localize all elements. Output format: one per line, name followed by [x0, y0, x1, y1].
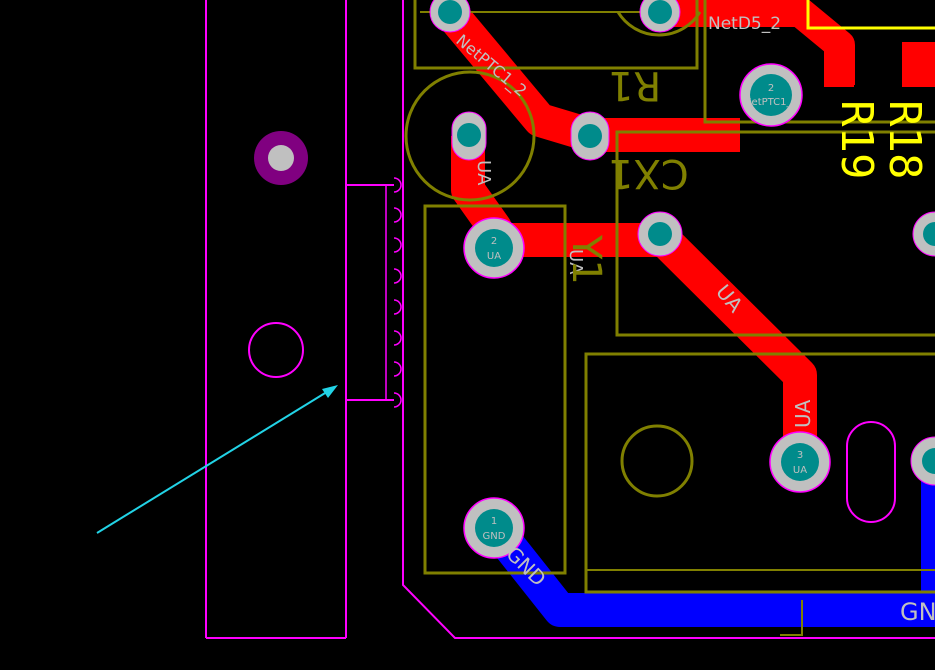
net-label-ua: UA — [565, 249, 586, 275]
pad-net: NetPTC1_2 — [744, 97, 798, 108]
r18-designator-outline — [806, 0, 935, 30]
pad-net: UA — [487, 251, 501, 262]
designators: R1 CX1 Y1 R18 R19 — [563, 62, 930, 285]
board-outline-layer — [205, 0, 935, 639]
pad[interactable] — [639, 0, 681, 33]
r1-pad[interactable] — [570, 111, 610, 161]
pad-number: 2 — [768, 83, 774, 94]
mounting-hole[interactable] — [248, 322, 304, 378]
y1-pin1-pad[interactable]: 1 GND — [463, 497, 525, 559]
pad-net: GND — [483, 531, 506, 542]
connector-pin[interactable] — [393, 361, 402, 377]
ptc1-pin2-pad[interactable]: 2 NetPTC1_2 — [739, 63, 803, 127]
net-label-netd5-2: NetD5_2 — [708, 14, 781, 34]
j1-footprint — [584, 352, 935, 594]
net-label-ua: UA — [791, 399, 815, 428]
bottom-copper-layer — [481, 470, 935, 627]
pad-number: 3 — [797, 450, 803, 461]
connector-pin[interactable] — [393, 177, 402, 193]
pad[interactable] — [910, 436, 935, 486]
connector-pin[interactable] — [393, 207, 402, 223]
r19-footprint — [615, 130, 935, 337]
y1-pin2-pad[interactable]: 2 UA — [463, 217, 525, 279]
pads-layer: 2 NetPTC1_2 2 UA 1 GND 3 UA — [429, 0, 935, 559]
outline-main-board — [402, 0, 935, 639]
pad[interactable] — [912, 211, 935, 257]
cx1-outline — [404, 70, 536, 202]
pad-net: UA — [793, 465, 807, 476]
j1-pin3-pad[interactable]: 3 UA — [769, 431, 831, 493]
connector-pin[interactable] — [393, 330, 402, 346]
designator-cx1[interactable]: CX1 — [608, 150, 689, 196]
connector-pins — [385, 177, 402, 408]
designator-y1[interactable]: Y1 — [563, 234, 609, 285]
corner-mark — [780, 600, 803, 636]
silkscreen-layer — [404, 0, 935, 636]
connector-pin[interactable] — [393, 392, 402, 408]
connector-pin[interactable] — [393, 237, 402, 253]
y1-footprint — [423, 204, 567, 575]
designator-r19[interactable]: R19 — [831, 100, 882, 179]
via-layer — [254, 131, 308, 185]
connector-pin[interactable] — [393, 268, 402, 284]
netptc1-trace[interactable] — [434, 0, 740, 152]
gnd-trace-bottom[interactable] — [481, 517, 935, 627]
j1-mount-circle — [620, 424, 694, 498]
arrow-head-icon — [322, 385, 338, 398]
arrow-shaft — [96, 389, 331, 534]
r19-pad-a[interactable] — [824, 42, 854, 87]
designator-r1[interactable]: R1 — [608, 62, 661, 108]
via-purple-hole — [268, 145, 294, 171]
pad-number: 2 — [491, 236, 497, 247]
pointer-arrow — [96, 385, 338, 534]
pad[interactable] — [429, 0, 471, 33]
r19-pad-b[interactable] — [902, 42, 935, 87]
pad[interactable] — [637, 211, 683, 257]
r18-footprint — [703, 0, 935, 124]
designator-r18[interactable]: R18 — [879, 100, 930, 179]
pad-number: 1 — [491, 516, 497, 527]
net-label-ua: UA — [473, 160, 494, 186]
net-label-gnd: GND — [900, 598, 935, 626]
connector-pin[interactable] — [393, 299, 402, 315]
cx1-pad[interactable] — [451, 111, 487, 161]
ptc-outline-arc — [616, 11, 702, 37]
slot-pad-outline[interactable] — [846, 421, 896, 523]
r1-footprint — [413, 0, 699, 70]
